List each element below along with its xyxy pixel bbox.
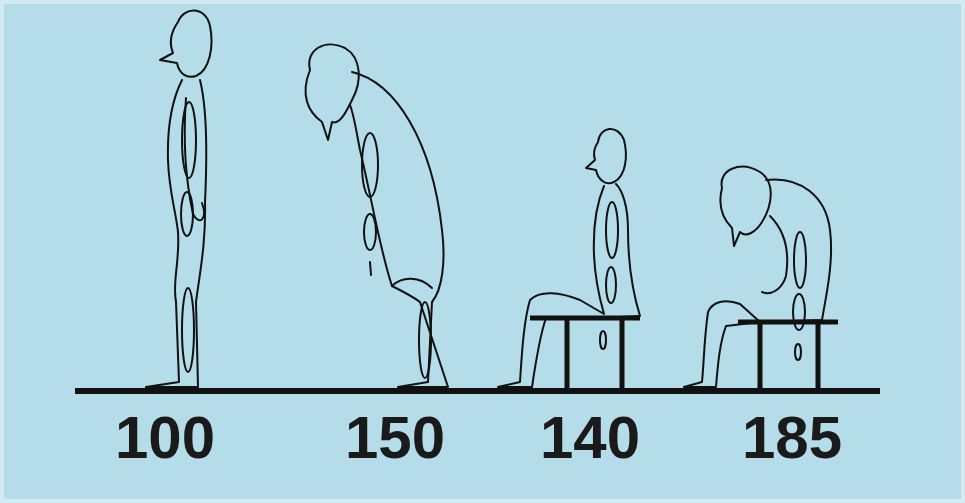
head [160,10,211,76]
hip [392,279,432,288]
spine-disc [364,214,376,250]
spine-disc [181,192,193,236]
spine-disc [794,232,806,288]
body-outline [350,72,448,387]
spine-disc [362,133,378,197]
stool-leg [758,322,763,390]
spine-disc [606,267,616,303]
load-value: 100 [115,408,215,468]
load-value: 185 [742,408,842,468]
spine-disc [182,102,196,178]
load-value: 150 [345,408,445,468]
spine-tip [370,262,371,275]
stool-leg [565,318,570,390]
leg-bone [419,302,431,378]
spine-tip [600,331,606,349]
head [306,44,359,140]
stool-leg [620,318,625,390]
load-value: 140 [540,408,640,468]
arm [762,216,787,293]
leg-bone [182,288,194,372]
stool-seat [738,320,838,325]
standing-figure [146,10,211,387]
bending-figure [306,44,448,387]
body-outline [146,80,206,387]
spine-tip [795,344,801,360]
spine-disc [793,294,805,330]
head [720,167,770,246]
stool-leg [816,322,821,390]
spine-disc [606,202,618,258]
panel-ground [4,4,961,499]
ground-line [75,388,880,394]
head [586,129,626,183]
